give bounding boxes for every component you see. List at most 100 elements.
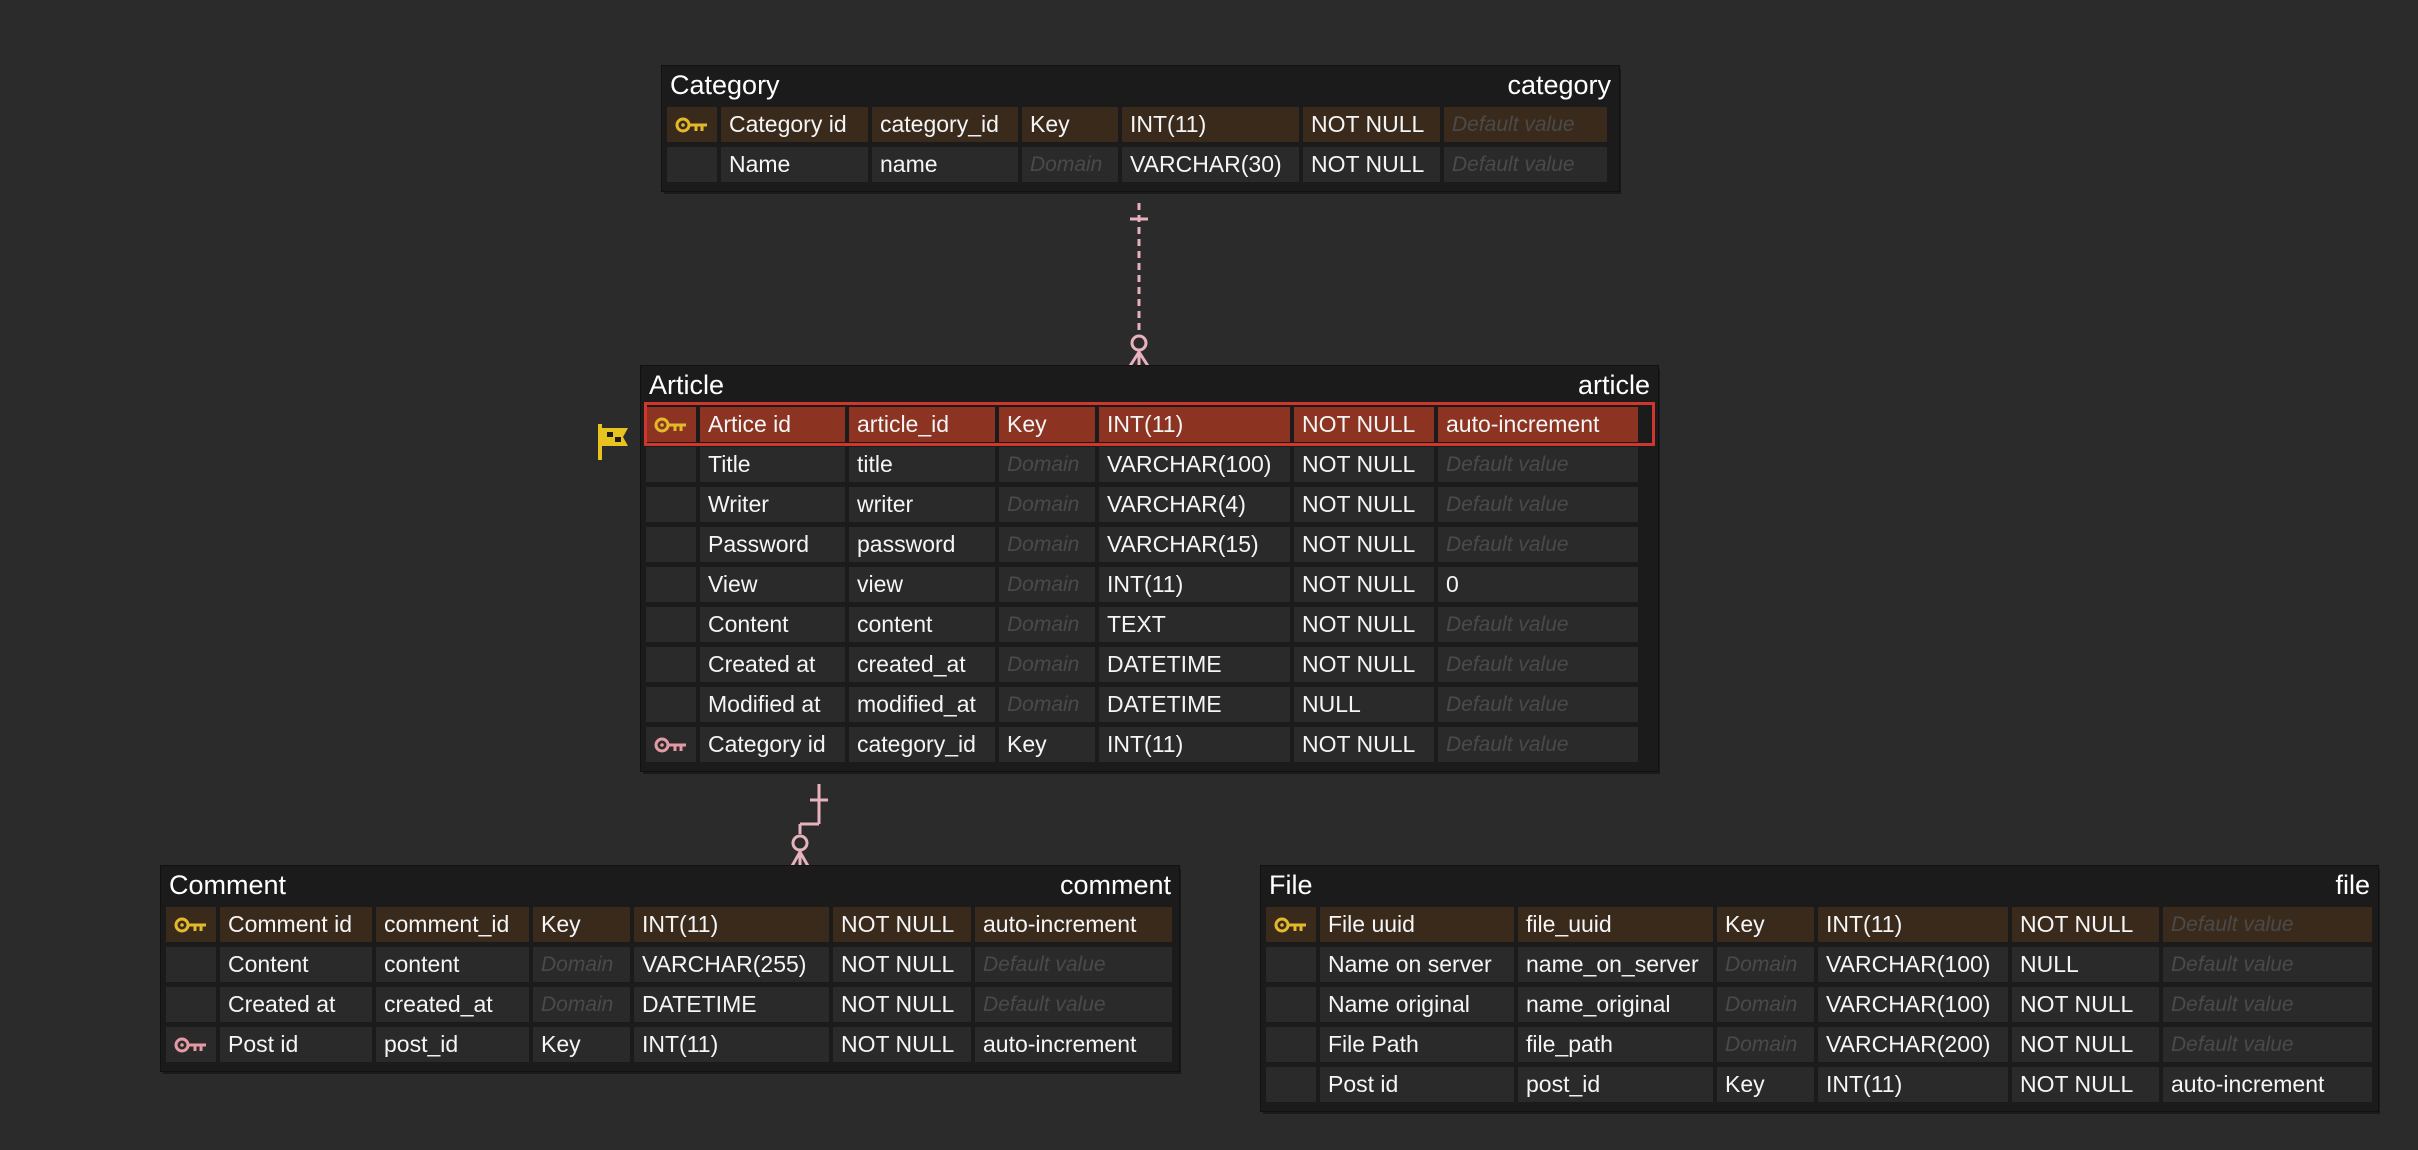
attribute-logical-name[interactable]: Post id [220, 1024, 372, 1064]
attribute-domain[interactable]: Key [1717, 904, 1814, 944]
attribute-default-value[interactable]: Default value [1444, 104, 1607, 144]
attribute-column-name[interactable]: file_uuid [1518, 904, 1713, 944]
attribute-default-value[interactable]: auto-increment [1438, 404, 1638, 444]
attribute-default-value[interactable]: Default value [1438, 644, 1638, 684]
attribute-logical-name[interactable]: Writer [700, 484, 845, 524]
attribute-default-value[interactable]: 0 [1438, 564, 1638, 604]
attribute-domain[interactable]: Key [1022, 104, 1118, 144]
attribute-domain[interactable]: Key [533, 1024, 630, 1064]
attribute-logical-name[interactable]: Name on server [1320, 944, 1514, 984]
entity-logical-name[interactable]: Category [670, 69, 780, 100]
attribute-data-type[interactable]: INT(11) [1818, 904, 2008, 944]
attribute-default-value[interactable]: Default value [1438, 684, 1638, 724]
attribute-domain[interactable]: Key [1717, 1064, 1814, 1104]
attribute-data-type[interactable]: DATETIME [1099, 684, 1290, 724]
attribute-nullability[interactable]: NOT NULL [1303, 104, 1440, 144]
attribute-domain[interactable]: Domain [999, 524, 1095, 564]
attribute-domain[interactable]: Domain [1717, 984, 1814, 1024]
entity-logical-name[interactable]: Comment [169, 869, 287, 900]
attribute-default-value[interactable]: Default value [1438, 444, 1638, 484]
attribute-default-value[interactable]: Default value [1438, 484, 1638, 524]
attribute-data-type[interactable]: INT(11) [1818, 1064, 2008, 1104]
attribute-column-name[interactable]: title [849, 444, 995, 484]
attribute-nullability[interactable]: NOT NULL [1294, 564, 1434, 604]
attribute-domain[interactable]: Domain [999, 644, 1095, 684]
attribute-default-value[interactable]: auto-increment [975, 1024, 1172, 1064]
attribute-logical-name[interactable]: File uuid [1320, 904, 1514, 944]
entity-physical-name[interactable]: comment [1059, 869, 1171, 900]
attribute-domain[interactable]: Domain [999, 444, 1095, 484]
attribute-logical-name[interactable]: Category id [700, 724, 845, 764]
entity-header[interactable]: Comment comment [161, 866, 1179, 904]
attribute-column-name[interactable]: file_path [1518, 1024, 1713, 1064]
attribute-logical-name[interactable]: Password [700, 524, 845, 564]
attribute-data-type[interactable]: VARCHAR(4) [1099, 484, 1290, 524]
attribute-data-type[interactable]: VARCHAR(100) [1818, 984, 2008, 1024]
attribute-data-type[interactable]: DATETIME [1099, 644, 1290, 684]
flag-icon[interactable] [596, 422, 632, 462]
attribute-column-name[interactable]: category_id [849, 724, 995, 764]
attribute-domain[interactable]: Key [999, 404, 1095, 444]
attribute-column-name[interactable]: name [872, 144, 1018, 184]
attribute-domain[interactable]: Domain [1717, 1024, 1814, 1064]
attribute-nullability[interactable]: NOT NULL [2012, 1064, 2159, 1104]
attribute-column-name[interactable]: name_original [1518, 984, 1713, 1024]
attribute-logical-name[interactable]: Name original [1320, 984, 1514, 1024]
attribute-logical-name[interactable]: Created at [220, 984, 372, 1024]
attribute-logical-name[interactable]: Post id [1320, 1064, 1514, 1104]
attribute-nullability[interactable]: NOT NULL [1294, 444, 1434, 484]
attribute-logical-name[interactable]: Content [220, 944, 372, 984]
attribute-default-value[interactable]: Default value [2163, 904, 2372, 944]
attribute-logical-name[interactable]: Name [721, 144, 868, 184]
attribute-domain[interactable]: Domain [1717, 944, 1814, 984]
attribute-domain[interactable]: Domain [999, 604, 1095, 644]
attribute-nullability[interactable]: NOT NULL [2012, 904, 2159, 944]
attribute-logical-name[interactable]: View [700, 564, 845, 604]
attribute-domain[interactable]: Domain [533, 984, 630, 1024]
attribute-domain[interactable]: Key [999, 724, 1095, 764]
attribute-nullability[interactable]: NOT NULL [1294, 724, 1434, 764]
attribute-column-name[interactable]: password [849, 524, 995, 564]
attribute-domain[interactable]: Domain [999, 484, 1095, 524]
attribute-domain[interactable]: Domain [533, 944, 630, 984]
attribute-logical-name[interactable]: Created at [700, 644, 845, 684]
relationship-article-comment[interactable] [790, 784, 828, 867]
attribute-logical-name[interactable]: Artice id [700, 404, 845, 444]
attribute-data-type[interactable]: DATETIME [634, 984, 829, 1024]
attribute-column-name[interactable]: post_id [1518, 1064, 1713, 1104]
attribute-default-value[interactable]: Default value [975, 984, 1172, 1024]
attribute-default-value[interactable]: auto-increment [975, 904, 1172, 944]
attribute-column-name[interactable]: category_id [872, 104, 1018, 144]
attribute-default-value[interactable]: Default value [2163, 944, 2372, 984]
attribute-domain[interactable]: Domain [1022, 144, 1118, 184]
attribute-nullability[interactable]: NULL [2012, 944, 2159, 984]
relationship-category-article[interactable] [1128, 203, 1150, 367]
attribute-nullability[interactable]: NOT NULL [1294, 604, 1434, 644]
attribute-data-type[interactable]: INT(11) [1099, 404, 1290, 444]
attribute-nullability[interactable]: NOT NULL [1294, 644, 1434, 684]
attribute-nullability[interactable]: NOT NULL [1294, 484, 1434, 524]
attribute-data-type[interactable]: VARCHAR(255) [634, 944, 829, 984]
attribute-domain[interactable]: Domain [999, 564, 1095, 604]
